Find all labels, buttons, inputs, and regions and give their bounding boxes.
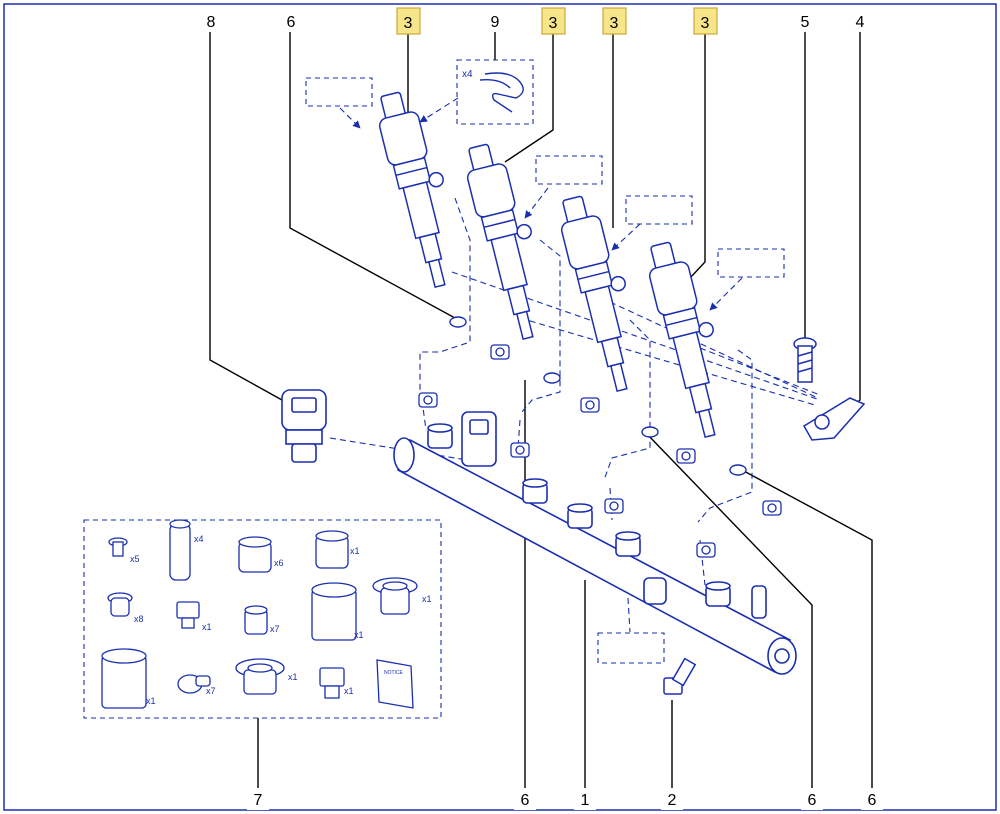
kit-qty: x1: [350, 546, 360, 556]
rail-bolt: [663, 657, 697, 695]
pipe-union: [418, 344, 782, 558]
fuel-rail: [393, 411, 797, 675]
callout-bg: [280, 8, 302, 32]
callout-2: 2: [668, 792, 677, 809]
kit-qty: x7: [270, 624, 280, 634]
label-box: [535, 155, 603, 185]
callout-bg: [247, 788, 269, 810]
injector-clamp: [802, 397, 866, 441]
callout-4: 4: [856, 14, 865, 31]
rail-pressure-sensor: [281, 389, 327, 463]
callout-highlight: [693, 7, 718, 35]
kit-qty: x1: [422, 594, 432, 604]
kit-qty: x1: [344, 686, 354, 696]
callout-bg: [661, 788, 683, 810]
clip-box: [456, 59, 534, 125]
label-box: [305, 77, 373, 107]
label-box: [625, 195, 693, 225]
callout-highlight: [602, 7, 627, 35]
callout-3: 3: [701, 15, 710, 32]
callout-6: 6: [521, 792, 530, 809]
callout-9: 9: [491, 14, 500, 31]
callout-3: 3: [549, 15, 558, 32]
callout-bg: [484, 8, 506, 32]
kit-qty: x1: [288, 672, 298, 682]
callout-bg: [849, 8, 871, 32]
kit-qty: x6: [274, 558, 284, 568]
kit-qty: x8: [134, 614, 144, 624]
callout-3: 3: [404, 15, 413, 32]
kit-qty: x4: [194, 534, 204, 544]
diagram-frame: [3, 3, 997, 811]
callout-6: 6: [868, 792, 877, 809]
accessory-kit-box: [83, 519, 442, 719]
injector-clip: [479, 72, 524, 113]
kit-parts: [101, 519, 418, 709]
callout-5: 5: [801, 14, 810, 31]
empty-label-boxes: [83, 59, 785, 719]
callout-highlight: [541, 7, 566, 35]
callout-bg: [200, 8, 222, 32]
injector-washer: [449, 316, 747, 476]
clamp-screw: [793, 337, 817, 383]
callout-6: 6: [287, 14, 296, 31]
callouts-bottom: 7 6 1 2 6 6: [247, 788, 883, 810]
kit-qty: x5: [130, 554, 140, 564]
fuel-injector: [378, 91, 716, 439]
callout-bg: [514, 788, 536, 810]
callout-7: 7: [254, 792, 263, 809]
callout-3: 3: [610, 15, 619, 32]
kit-quantity-labels: x5 x4 x6 x1 x8 x1 x7 x1 x1 x1 x7 x1 x1: [130, 534, 432, 706]
kit-qty: x1: [146, 696, 156, 706]
callout-bg: [861, 788, 883, 810]
callouts-top: 8 6 3 9 3 3 3 5 4: [200, 7, 871, 35]
callout-1: 1: [581, 792, 590, 809]
notice-booklet: [376, 659, 414, 709]
callout-8: 8: [207, 14, 216, 31]
dashed-connectors: [329, 97, 821, 633]
kit-qty: x1: [202, 622, 212, 632]
callout-bg: [794, 8, 816, 32]
callout-highlight: [396, 7, 421, 35]
callout-6: 6: [808, 792, 817, 809]
callout-bg: [574, 788, 596, 810]
kit-qty: x1: [354, 630, 364, 640]
clip-quantity: x4: [462, 69, 473, 80]
kit-qty: x7: [206, 686, 216, 696]
callout-bg: [801, 788, 823, 810]
notice-label: NOTICE: [384, 670, 404, 676]
label-box: [717, 248, 785, 278]
label-box: [597, 632, 665, 664]
